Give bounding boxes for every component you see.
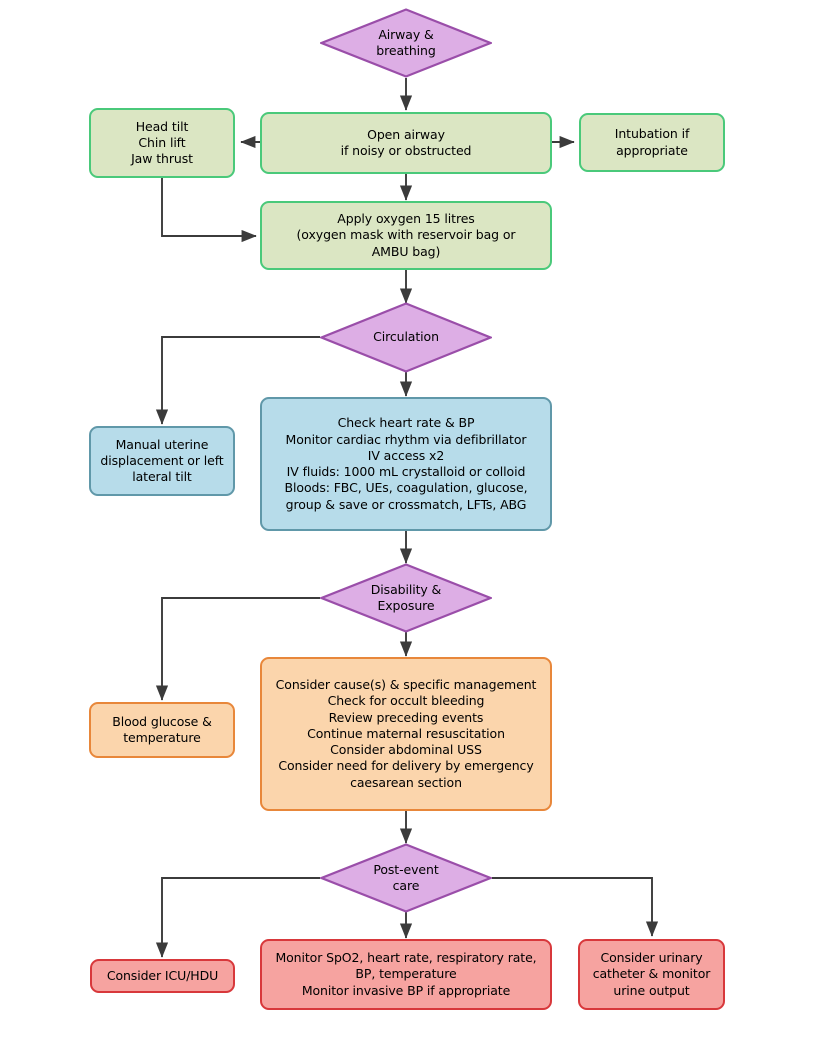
- node-head-tilt[interactable]: Head tilt Chin lift Jaw thrust: [89, 108, 235, 178]
- node-intubation[interactable]: Intubation if appropriate: [579, 113, 725, 172]
- node-label: Consider cause(s) & specific management …: [275, 677, 537, 790]
- node-consider-icu-hdu[interactable]: Consider ICU/HDU: [90, 959, 235, 993]
- node-circulation-actions[interactable]: Check heart rate & BP Monitor cardiac rh…: [260, 397, 552, 531]
- node-label: Open airway if noisy or obstructed: [340, 126, 472, 158]
- node-disability-actions[interactable]: Consider cause(s) & specific management …: [260, 657, 552, 811]
- node-label: Blood glucose & temperature: [112, 713, 212, 745]
- node-label: Disability & Exposure: [370, 581, 442, 613]
- diamond-shape: [320, 843, 492, 913]
- node-label: Apply oxygen 15 litres (oxygen mask with…: [296, 211, 516, 259]
- node-label: Intubation if appropriate: [614, 126, 690, 158]
- node-open-airway[interactable]: Open airway if noisy or obstructed: [260, 112, 552, 174]
- node-blood-glucose[interactable]: Blood glucose & temperature: [89, 702, 235, 758]
- diamond-shape: [320, 8, 492, 78]
- node-label: Head tilt Chin lift Jaw thrust: [131, 118, 193, 167]
- node-monitor-vitals[interactable]: Monitor SpO2, heart rate, respiratory ra…: [260, 939, 552, 1010]
- node-circulation[interactable]: Circulation: [320, 302, 492, 373]
- node-label: Circulation: [373, 329, 439, 345]
- node-label: Monitor SpO2, heart rate, respiratory ra…: [275, 950, 537, 998]
- diamond-shape: [320, 563, 492, 633]
- node-label: Manual uterine displacement or left late…: [100, 436, 224, 485]
- node-manual-uterine-displacement[interactable]: Manual uterine displacement or left late…: [89, 426, 235, 496]
- node-disability-exposure[interactable]: Disability & Exposure: [320, 563, 492, 633]
- node-airway-breathing[interactable]: Airway & breathing: [320, 8, 492, 78]
- node-post-event-care[interactable]: Post-event care: [320, 843, 492, 913]
- node-label: Consider urinary catheter & monitor urin…: [592, 950, 711, 998]
- node-label: Post-event care: [373, 861, 439, 893]
- node-label: Check heart rate & BP Monitor cardiac rh…: [284, 415, 528, 512]
- node-urinary-catheter[interactable]: Consider urinary catheter & monitor urin…: [578, 939, 725, 1010]
- node-label: Airway & breathing: [376, 26, 436, 58]
- node-apply-oxygen[interactable]: Apply oxygen 15 litres (oxygen mask with…: [260, 201, 552, 270]
- node-label: Consider ICU/HDU: [106, 967, 219, 983]
- diamond-shape: [320, 302, 492, 373]
